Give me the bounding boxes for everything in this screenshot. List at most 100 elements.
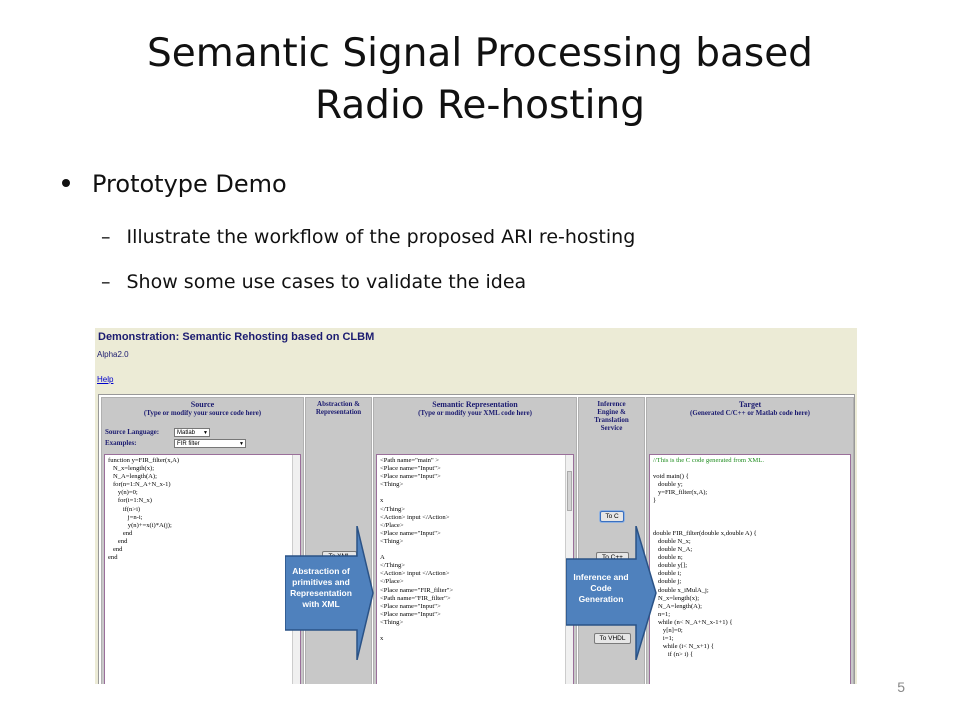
xml-scroll-thumb[interactable] (567, 471, 572, 511)
inference-title: Inference (597, 400, 626, 408)
annotation-line: Representation (290, 588, 352, 598)
semantic-column: Semantic Representation (Type or modify … (373, 397, 577, 684)
inference-header: Inference Engine & Translation Service (579, 398, 644, 432)
code-line: function y=FIR_filter(x,A) (108, 457, 180, 464)
code-line: double x_iMulA_j; (653, 586, 709, 594)
demo-title: Demonstration: Semantic Rehosting based … (98, 331, 375, 343)
help-link[interactable]: Help (97, 375, 114, 384)
abstraction-annotation-arrow: Abstraction of primitives and Representa… (285, 526, 375, 660)
code-line: end (108, 529, 133, 537)
annotation-line: Abstraction of (292, 566, 350, 576)
source-column: Source (Type or modify your source code … (101, 397, 304, 684)
code-line: end (108, 537, 128, 545)
code-line: A (380, 554, 385, 562)
code-line: <Thing> (380, 481, 404, 489)
chevron-down-icon: ▼ (239, 441, 244, 447)
to-vhdl-button[interactable]: To VHDL (594, 633, 631, 644)
code-line: <Thing> (380, 618, 404, 626)
examples-select[interactable]: FIR filter ▼ (174, 439, 246, 448)
code-line: n=1; (653, 610, 671, 618)
code-line: N_x=length(x); (108, 465, 155, 473)
inference-annotation-arrow: Inference and Code Generation (566, 526, 658, 660)
code-line: </Place> (380, 578, 404, 586)
code-line: <Action> input </Action> (380, 513, 450, 521)
source-language-value: Matlab (177, 430, 196, 436)
examples-label: Examples: (105, 439, 137, 447)
arrow-shape (285, 526, 374, 660)
dash-icon: – (101, 226, 111, 248)
code-line (653, 465, 847, 473)
abstraction-annotation-text: Abstraction of primitives and Representa… (285, 566, 357, 610)
code-line: while (i< N_x+1) { (653, 643, 714, 651)
slide-title-line-2: Radio Re-hosting (315, 83, 645, 128)
target-code-lines: //This is the C code generated from XML.… (653, 457, 847, 659)
code-line: double N_A; (653, 546, 693, 554)
sub-bullet-1: –Illustrate the workflow of the proposed… (101, 226, 635, 248)
target-code-editor[interactable]: //This is the C code generated from XML.… (649, 454, 851, 684)
inference-annotation-text: Inference and Code Generation (566, 572, 636, 605)
code-line: double y; (653, 481, 683, 489)
sub-bullet-text: Show some use cases to validate the idea (126, 271, 527, 293)
code-line: end (108, 546, 123, 554)
source-header: Source (Type or modify your source code … (102, 398, 303, 417)
slide-title-line-1: Semantic Signal Processing based (147, 31, 813, 76)
code-line: for(n=1:N_A+N_x-1) (108, 481, 171, 489)
code-line: double j; (653, 578, 682, 586)
code-line (380, 627, 570, 635)
code-line: if (n> i) { (653, 651, 694, 659)
abstraction-title: Abstraction & (317, 400, 360, 408)
code-line: </Place> (380, 521, 404, 529)
semantic-header: Semantic Representation (Type or modify … (374, 398, 576, 417)
code-line: while (n< N_A+N_x-1+1) { (653, 618, 733, 626)
code-line: x (380, 497, 384, 505)
abstraction-header: Abstraction & Representation (306, 398, 371, 416)
code-line: <Place name="Input"> (380, 529, 441, 537)
sub-bullet-2: –Show some use cases to validate the ide… (101, 271, 526, 293)
code-line (653, 514, 847, 522)
version-label: Alpha2.0 (97, 350, 129, 359)
examples-value: FIR filter (177, 441, 200, 447)
code-line: N_A=length(A); (653, 602, 702, 610)
arrow-shape (566, 526, 657, 660)
annotation-line: Code (590, 583, 612, 593)
code-line: <Place name="Input"> (380, 610, 441, 618)
code-line: } (653, 497, 657, 505)
code-line: i=1; (653, 635, 674, 643)
source-subtitle: (Type or modify your source code here) (143, 409, 262, 417)
code-line: j=n-i; (108, 513, 143, 521)
xml-code-editor[interactable]: <Path name="main" ><Place name="Input"><… (376, 454, 574, 684)
code-line: <Place name="Input"> (380, 473, 441, 481)
code-line: double i; (653, 570, 682, 578)
slide-title: Semantic Signal Processing based Radio R… (60, 28, 900, 132)
inference-title-3: Translation (594, 416, 629, 424)
code-line: end (108, 554, 118, 562)
code-line: <Thing> (380, 537, 404, 545)
code-line: y(n)=0; (108, 489, 138, 497)
source-code-editor[interactable]: function y=FIR_filter(x,A) N_x=length(x)… (104, 454, 301, 684)
bullet-dot-icon (62, 179, 70, 187)
slide-number: 5 (897, 679, 905, 695)
target-title: Target (738, 400, 762, 409)
code-line: double n; (653, 554, 683, 562)
chevron-down-icon: ▼ (203, 430, 208, 436)
target-column: Target (Generated C/C++ or Matlab code h… (646, 397, 854, 684)
code-line: N_x=length(x); (653, 594, 700, 602)
code-line (380, 546, 570, 554)
source-title: Source (190, 400, 215, 409)
source-code-lines: function y=FIR_filter(x,A) N_x=length(x)… (108, 457, 297, 562)
semantic-subtitle: (Type or modify your XML code here) (418, 409, 532, 417)
inference-title-2: Engine & (597, 408, 626, 416)
source-language-label: Source Language: (105, 428, 160, 436)
to-c-button[interactable]: To C (600, 511, 624, 522)
target-subtitle: (Generated C/C++ or Matlab code here) (690, 409, 810, 417)
code-line (653, 522, 847, 530)
code-line: y=FIR_filter(x,A); (653, 489, 708, 497)
demo-screenshot: Demonstration: Semantic Rehosting based … (95, 328, 857, 684)
workflow-grid: Source (Type or modify your source code … (98, 394, 855, 684)
code-line: </Thing> (380, 505, 406, 513)
code-line: <Action> input </Action> (380, 570, 450, 578)
source-language-select[interactable]: Matlab ▼ (174, 428, 210, 437)
code-line: void main() { (653, 473, 689, 481)
code-line (380, 489, 570, 497)
code-line: N_A=length(A); (108, 473, 157, 481)
